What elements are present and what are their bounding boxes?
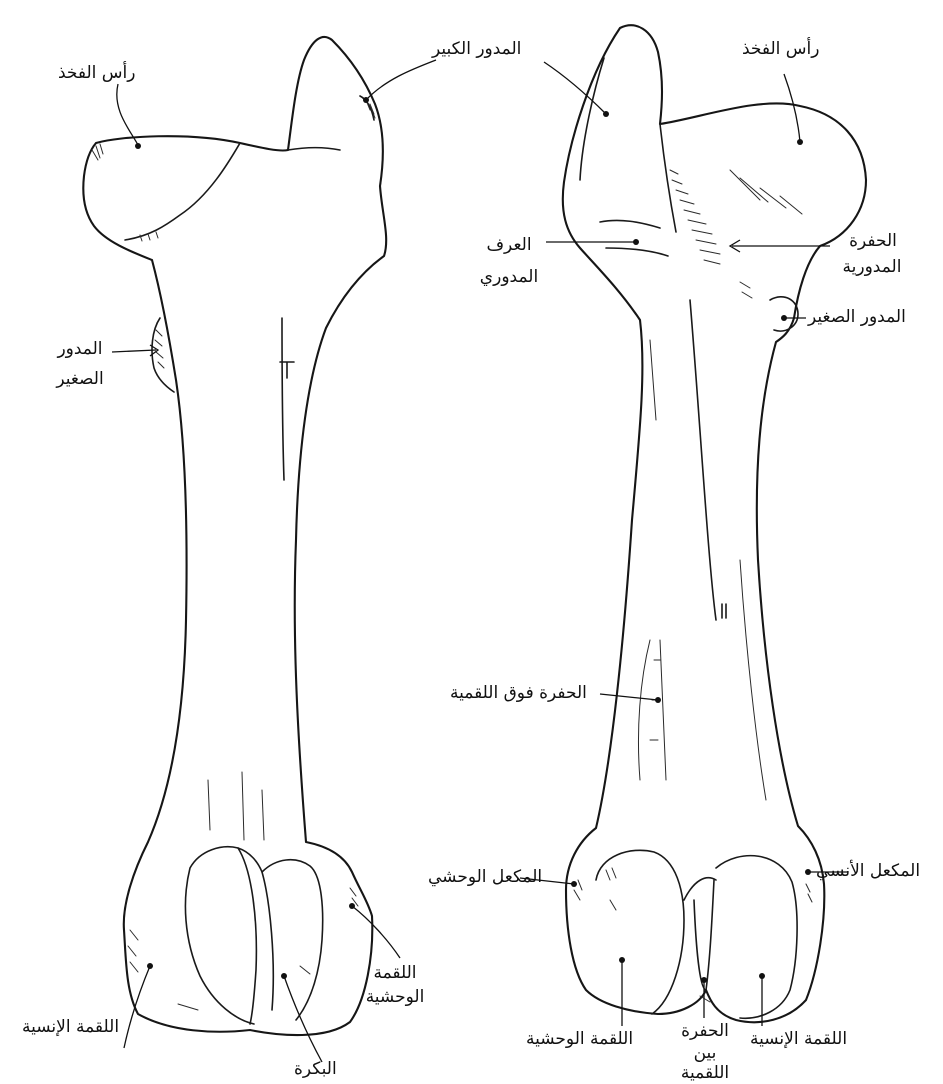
label-right-lesser-trochanter: المدور الصغير <box>808 308 906 327</box>
label-right-intercondylar-2: بين <box>670 1044 740 1063</box>
label-right-crest-2: المدوري <box>466 268 552 287</box>
label-right-intercondylar-1: الحفرة <box>670 1022 740 1041</box>
label-right-medial-epicondyle: المكعل الأنسي <box>816 862 920 881</box>
label-left-lesser-trochanter-1: المدور <box>48 340 112 359</box>
left-lead-head <box>117 84 138 145</box>
label-left-trochlea: البكرة <box>294 1060 337 1079</box>
label-left-head: رأس الفخذ <box>58 64 136 83</box>
label-right-head: رأس الفخذ <box>742 40 820 59</box>
left-lead-lesser-trochanter <box>112 350 156 352</box>
label-right-medial-condyle: اللقمة الإنسية <box>750 1030 847 1049</box>
label-left-lateral-condyle-2: الوحشية <box>352 988 438 1007</box>
label-right-lateral-epicondyle: المكعل الوحشي <box>428 868 542 887</box>
left-femur-outline <box>83 37 386 1035</box>
label-left-greater-trochanter: المدور الكبير <box>432 40 521 59</box>
label-left-lateral-condyle-1: اللقمة <box>360 964 430 983</box>
left-lead-greater-trochanter <box>366 60 436 100</box>
label-right-fossa-2: المدورية <box>820 258 924 277</box>
left-femur <box>83 37 436 1062</box>
label-left-medial-condyle: اللقمة الإنسية <box>22 1018 119 1037</box>
label-right-lateral-condyle: اللقمة الوحشية <box>526 1030 633 1049</box>
label-left-lesser-trochanter-2: الصغير <box>48 370 112 389</box>
label-right-crest-1: العرف <box>472 236 546 255</box>
label-right-fossa-1: الحفرة <box>828 232 918 251</box>
label-right-intercondylar-3: اللقمية <box>664 1064 746 1083</box>
label-right-supracondylar-fossa: الحفرة فوق اللقمية <box>450 684 587 703</box>
right-femur <box>520 25 866 1026</box>
